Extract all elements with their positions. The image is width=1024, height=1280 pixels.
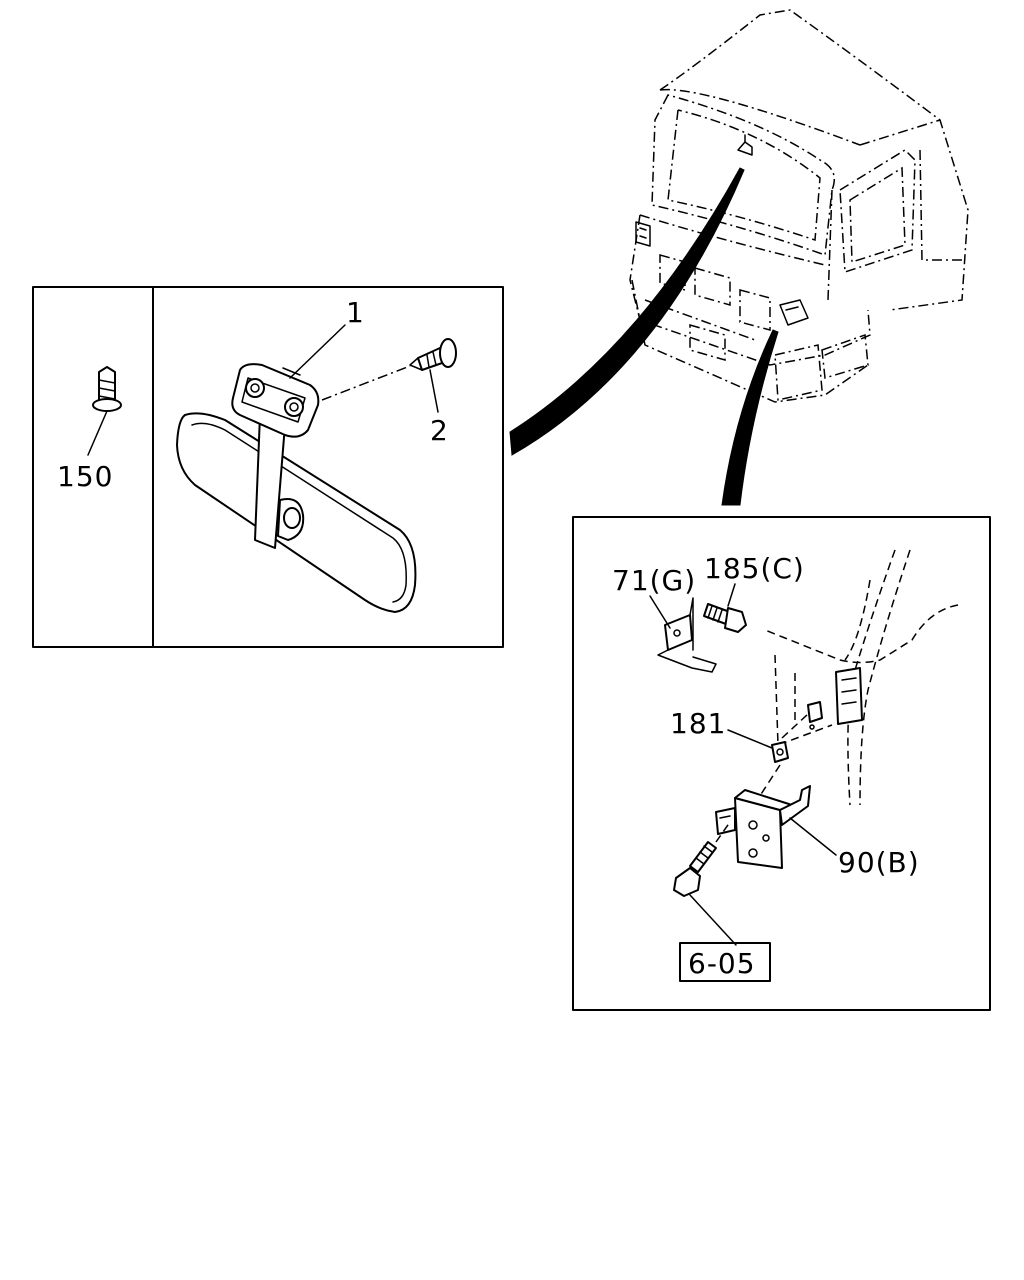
callout-screw: 2 [430, 414, 449, 447]
bolt-ref-part [673, 821, 737, 946]
callout-clip: 150 [57, 460, 113, 493]
bracket-g-part [649, 595, 717, 673]
callout-bracket-b: 90(B) [838, 846, 920, 879]
callout-mirror: 1 [346, 296, 365, 329]
rearview-mirror [176, 324, 417, 613]
callout-bracket-g: 71(G) [612, 564, 696, 597]
mirror-detail-box [32, 286, 504, 648]
callout-bolt-c: 185(C) [704, 552, 805, 585]
cab-corner-detail [764, 549, 959, 806]
screw-part [321, 338, 457, 413]
clip-part [87, 366, 122, 456]
bracket-b-part [715, 785, 837, 869]
nut-part [727, 713, 809, 809]
ref-box [679, 942, 771, 982]
truck-cab [629, 9, 969, 403]
bracket-detail-box [572, 516, 991, 1011]
pointer-band-mirror [509, 167, 745, 456]
pointer-band-bracket [721, 329, 779, 506]
callout-ref: 6-05 [688, 947, 756, 980]
bolt-c-part [703, 583, 747, 633]
callout-nut: 181 [670, 707, 726, 740]
